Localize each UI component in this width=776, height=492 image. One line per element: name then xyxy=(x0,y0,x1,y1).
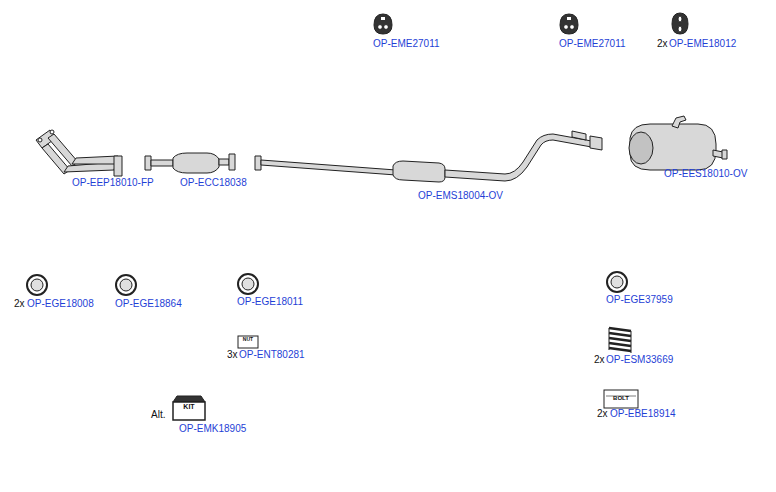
rubber-hanger xyxy=(672,13,688,34)
part-number: OP-EMK18905 xyxy=(179,424,246,434)
part-number: OP-ENT80281 xyxy=(239,350,305,360)
bolt-box xyxy=(604,390,638,408)
part-number: OP-EGE18864 xyxy=(115,299,182,309)
spring-symbol xyxy=(609,328,631,353)
part-number: OP-EEP18010-FP xyxy=(72,178,154,188)
quantity: 2x xyxy=(594,355,605,365)
quantity: 3x xyxy=(227,350,238,360)
part-number: OP-EME18012 xyxy=(669,39,736,49)
part-number: OP-EBE18914 xyxy=(610,409,676,419)
note: Alt. xyxy=(151,410,165,420)
kit-box xyxy=(173,396,205,420)
quantity: 2x xyxy=(657,39,668,49)
rubber-hanger xyxy=(560,14,578,34)
rear-silencer xyxy=(629,116,727,170)
part-number: OP-EGE18011 xyxy=(237,297,303,307)
part-number: OP-ECC18038 xyxy=(180,178,247,188)
nut-box xyxy=(238,336,258,348)
part-number: OP-EME27011 xyxy=(373,39,440,49)
quantity: 2x xyxy=(597,409,608,419)
part-number: OP-ESM33669 xyxy=(606,355,673,365)
gasket-rings xyxy=(27,272,627,295)
part-number: OP-EGE18008 xyxy=(27,299,94,309)
part-number: OP-EME27011 xyxy=(559,39,626,49)
catalytic-converter xyxy=(145,153,235,173)
front-pipe xyxy=(36,130,122,176)
rubber-hanger xyxy=(374,14,392,34)
part-number: OP-EES18010-OV xyxy=(664,169,747,179)
middle-pipe xyxy=(255,131,602,182)
part-number: OP-EMS18004-OV xyxy=(418,191,503,201)
icon-text: KIT xyxy=(183,403,194,410)
icon-text: BOLT xyxy=(613,395,629,401)
icon-text: NUT xyxy=(243,337,253,342)
quantity: 2x xyxy=(14,299,25,309)
part-number: OP-EGE37959 xyxy=(606,295,673,305)
